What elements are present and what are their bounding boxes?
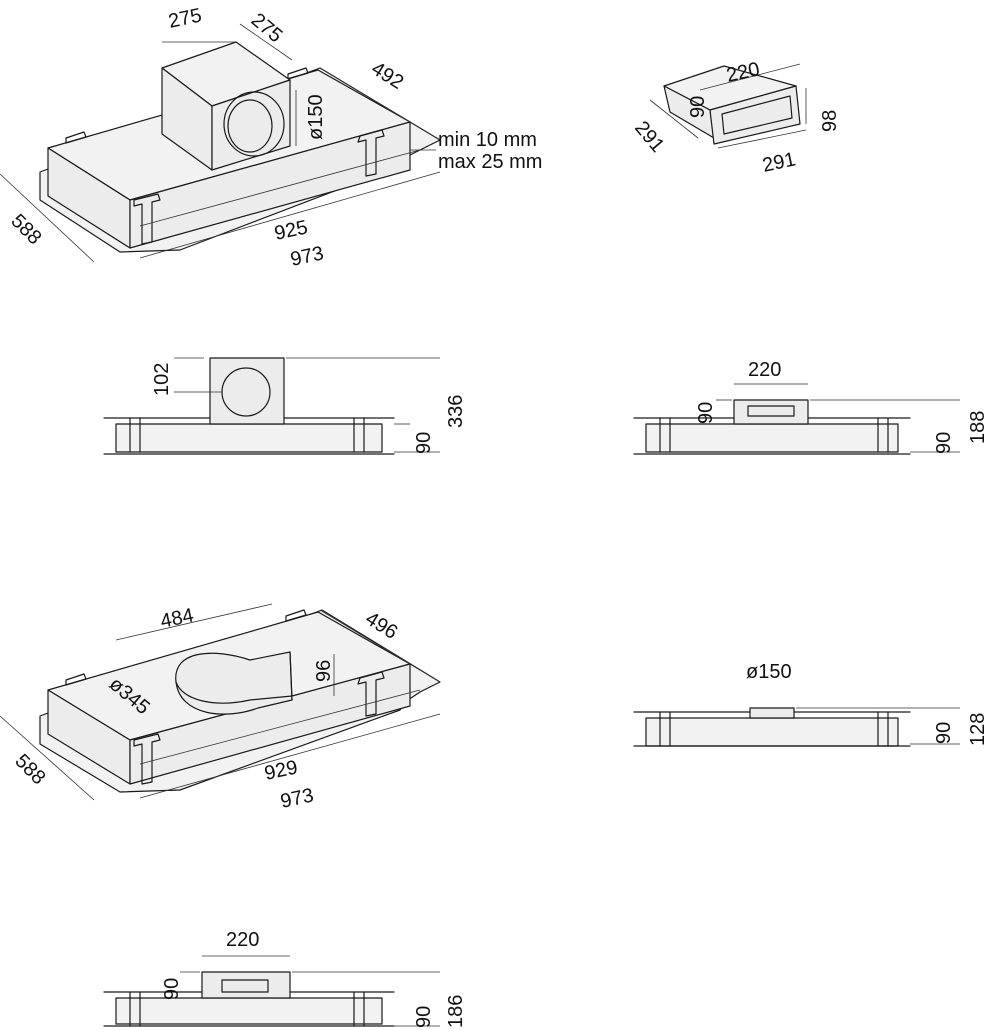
front-dim-body-height: 90 <box>413 432 435 454</box>
plenum-body-side <box>129 663 411 785</box>
dim-side: 588 <box>6 210 45 249</box>
front-body <box>115 423 383 453</box>
hood-chimney-iso-view: 275 275 ø150 492 min 10 mm max 25 mm 588… <box>0 4 542 271</box>
plenum-bracket-front-right <box>357 671 385 717</box>
rect-front-slot <box>221 979 269 993</box>
dim-outer-width: 973 <box>288 242 325 270</box>
plenum-dim-outlet-h: 96 <box>313 660 335 682</box>
dim-box-width: 275 <box>166 4 203 32</box>
adapter-outlet <box>721 95 793 135</box>
round-front-collar <box>749 707 795 719</box>
adapter-dim-height-right: 98 <box>819 110 841 132</box>
plenum-dim-side: 588 <box>10 750 49 789</box>
hood-body-side <box>129 121 411 249</box>
rect-front-dim-total-h: 186 <box>445 995 467 1028</box>
round-front-dim-body-h: 90 <box>933 722 955 744</box>
adapter-front-dim-width: 220 <box>748 359 781 381</box>
front-dim-outlet-center: 102 <box>151 363 173 396</box>
adapter-dim-depth-left: 291 <box>630 117 668 157</box>
chimney-outlet-ring <box>223 91 285 157</box>
plenum-bracket-back-left <box>65 673 87 686</box>
chimney-outlet-hole <box>227 99 273 153</box>
bracket-back-left <box>65 131 87 144</box>
plenum-bracket-front-left <box>133 733 161 785</box>
dim-box-depth: 275 <box>247 9 287 47</box>
hood-plenum-iso-view: 484 496 96 ø345 588 929 973 <box>0 603 441 813</box>
adapter-front-dim-outlet-h: 90 <box>695 402 717 424</box>
adapter-front-body <box>645 423 899 453</box>
round-front-body <box>645 717 899 747</box>
adapter-dim-height-left: 90 <box>687 96 709 118</box>
round-front-dim-dia: ø150 <box>746 661 792 683</box>
dim-inner-width: 925 <box>272 216 309 244</box>
adapter-front-dim-total-h: 188 <box>967 411 989 444</box>
rect-front-dim-body-h: 90 <box>413 1006 435 1028</box>
rect-front-dim-width: 220 <box>226 929 259 951</box>
adapter-front <box>709 85 801 145</box>
dim-outlet-dia: ø150 <box>305 94 327 140</box>
round-front-dim-total-h: 128 <box>967 713 989 746</box>
plenum-dim-inner-width: 929 <box>262 756 299 784</box>
hood-chimney-front-view: 102 90 336 <box>103 357 467 455</box>
front-dim-total-height: 336 <box>445 395 467 428</box>
plenum-dim-outer-width: 973 <box>278 784 315 812</box>
rect-front-box <box>201 971 291 999</box>
adapter-front-view: 220 90 90 188 <box>633 359 989 455</box>
adapter-front-slot <box>747 405 795 417</box>
rect-front-body <box>115 997 383 1025</box>
adapter-front-dim-body-h: 90 <box>933 432 955 454</box>
rect-front-dim-outlet-h: 90 <box>161 978 183 1000</box>
rect-outlet-front-view: 220 90 90 186 <box>103 929 467 1028</box>
adapter-iso-view: 220 90 98 291 291 <box>630 58 841 176</box>
round-outlet-front-view: ø150 90 128 <box>633 661 989 747</box>
dim-gap-max: max 25 mm <box>438 151 542 173</box>
bracket-back-right <box>287 67 309 80</box>
adapter-front-box <box>733 399 809 425</box>
plenum-dim-width: 484 <box>158 604 195 632</box>
adapter-dim-depth-right: 291 <box>760 148 797 176</box>
dim-depth: 492 <box>367 58 407 94</box>
plenum-bracket-back-right <box>285 609 307 622</box>
bracket-front-right <box>357 129 385 177</box>
bracket-front-left <box>133 193 161 245</box>
dim-gap-min: min 10 mm <box>438 129 537 151</box>
